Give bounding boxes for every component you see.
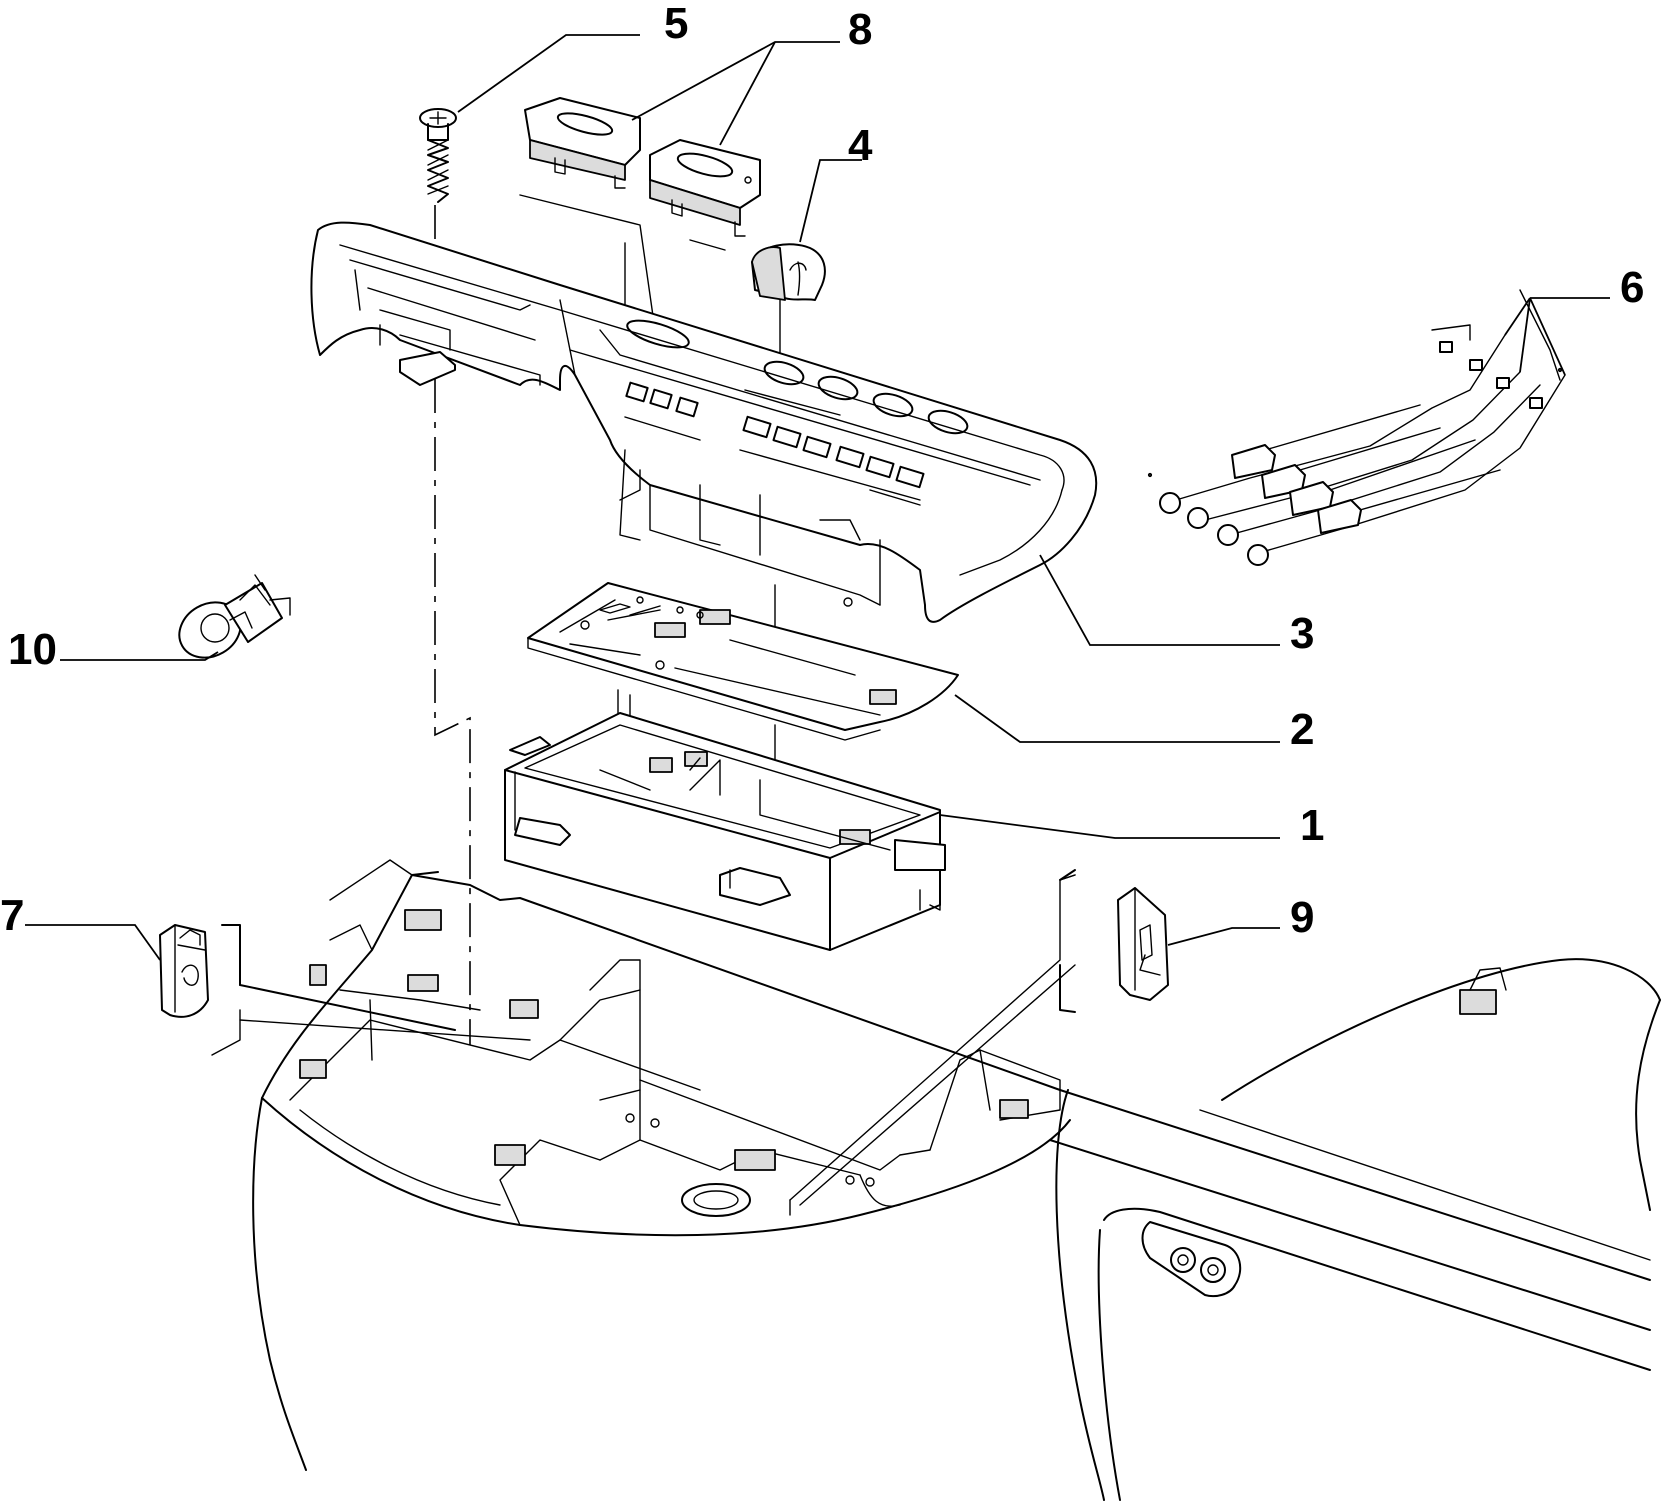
callout-4: 4 xyxy=(848,121,873,170)
switch-right xyxy=(649,139,761,237)
screw xyxy=(419,108,457,203)
electrical-box xyxy=(504,712,946,951)
callout-9: 9 xyxy=(1290,893,1314,942)
bulb xyxy=(178,574,291,659)
callout-2: 2 xyxy=(1290,705,1314,754)
callout-1: 1 xyxy=(1300,801,1324,850)
callout-3: 3 xyxy=(1290,609,1314,658)
callout-6: 6 xyxy=(1620,263,1644,312)
callout-7: 7 xyxy=(0,891,24,940)
callout-8: 8 xyxy=(848,5,872,54)
leader-lines xyxy=(25,34,1610,961)
switch-left xyxy=(524,97,641,189)
knob xyxy=(751,243,826,301)
circuit-board xyxy=(527,582,959,741)
roof-liner-panel xyxy=(211,859,1661,1501)
callout-10: 10 xyxy=(8,625,57,674)
console-housing xyxy=(310,221,1098,623)
callout-5: 5 xyxy=(664,0,688,48)
clamp xyxy=(1117,887,1169,1001)
callout-labels: 5 8 4 6 3 2 1 9 7 10 xyxy=(0,0,1644,942)
wire-harness xyxy=(1147,289,1566,566)
clip xyxy=(159,924,209,1018)
roof-double-button xyxy=(1141,1221,1242,1298)
